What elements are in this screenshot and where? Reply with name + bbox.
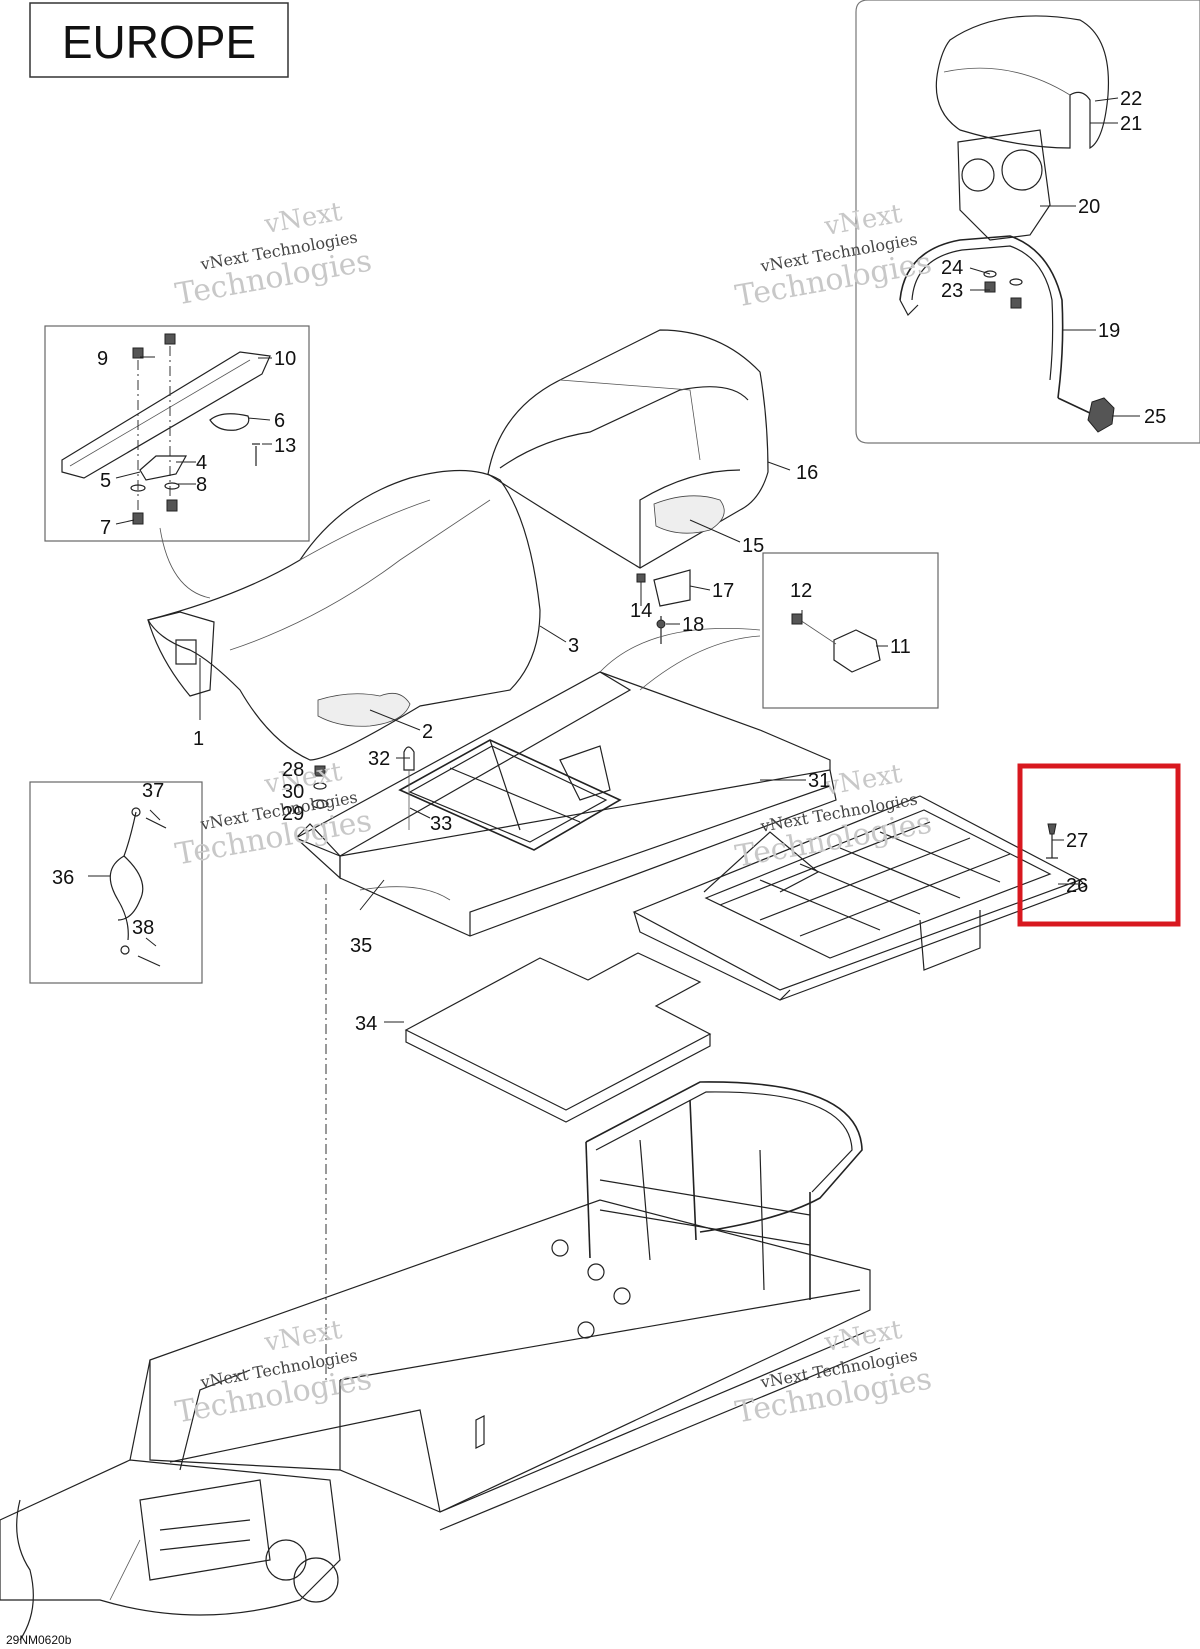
- callout-23: 23: [941, 280, 963, 302]
- region-label: EUROPE: [29, 2, 289, 78]
- callout-37: 37: [142, 780, 164, 802]
- hinge-inset: [762, 552, 939, 709]
- seat-front-cover: [147, 611, 215, 697]
- hardware-inset-top: [44, 325, 310, 542]
- callout-11: 11: [890, 636, 911, 658]
- callout-7: 7: [100, 517, 111, 539]
- callout-24: 24: [941, 257, 963, 279]
- highlight-box: [1017, 763, 1181, 927]
- seat-frame: [294, 628, 837, 937]
- callout-1: 1: [193, 728, 204, 750]
- region-label-text: EUROPE: [62, 16, 256, 68]
- backrest-inset: [855, 0, 1200, 444]
- rear-cushion: [487, 329, 769, 569]
- callout-30: 30: [282, 781, 304, 803]
- callout-14: 14: [630, 600, 652, 622]
- callout-9: 9: [97, 348, 108, 370]
- callout-28: 28: [282, 759, 304, 781]
- callout-22: 22: [1120, 88, 1142, 110]
- knob: [1057, 397, 1115, 433]
- backrest-frame: [899, 235, 1064, 399]
- callout-20: 20: [1078, 196, 1100, 218]
- callout-5: 5: [100, 470, 111, 492]
- callout-leaders: [88, 97, 1140, 1023]
- callout-33: 33: [430, 813, 452, 835]
- callout-18: 18: [682, 614, 704, 636]
- rear-bracket: [636, 569, 691, 644]
- callout-13: 13: [274, 435, 296, 457]
- floor-mat: [404, 952, 712, 1123]
- callout-numbers: 22 21 20 24 23 19 25 9 10 6 13 4 5 8 7 1…: [52, 88, 1166, 1035]
- callout-10: 10: [274, 348, 296, 370]
- callout-27: 27: [1066, 830, 1088, 852]
- callout-17: 17: [712, 580, 734, 602]
- callout-32: 32: [368, 748, 390, 770]
- backrest-bracket: [957, 129, 1051, 241]
- callout-2: 2: [422, 721, 433, 743]
- callout-36: 36: [52, 867, 74, 889]
- callout-19: 19: [1098, 320, 1120, 342]
- callout-35: 35: [350, 935, 372, 957]
- callout-25: 25: [1144, 406, 1166, 428]
- callout-4: 4: [196, 452, 207, 474]
- seat-assembly: [147, 469, 541, 761]
- seat-foam-patch: [317, 692, 411, 727]
- callout-6: 6: [274, 410, 285, 432]
- callout-16: 16: [796, 462, 818, 484]
- callout-12: 12: [790, 580, 812, 602]
- callout-26: 26: [1066, 875, 1088, 897]
- lanyard-inset: [29, 781, 203, 984]
- callout-21: 21: [1120, 113, 1142, 135]
- callout-15: 15: [742, 535, 764, 557]
- callout-3: 3: [568, 635, 579, 657]
- figure-code: 29NM0620b: [6, 1633, 72, 1647]
- callout-8: 8: [196, 474, 207, 496]
- chassis: [0, 884, 881, 1641]
- callout-31: 31: [808, 770, 830, 792]
- callout-38: 38: [132, 917, 154, 939]
- callout-34: 34: [355, 1013, 377, 1035]
- headrest-cushion: [935, 15, 1110, 150]
- storage-tray: [632, 795, 1088, 1001]
- frame-hardware: [311, 746, 415, 830]
- callout-29: 29: [282, 803, 304, 825]
